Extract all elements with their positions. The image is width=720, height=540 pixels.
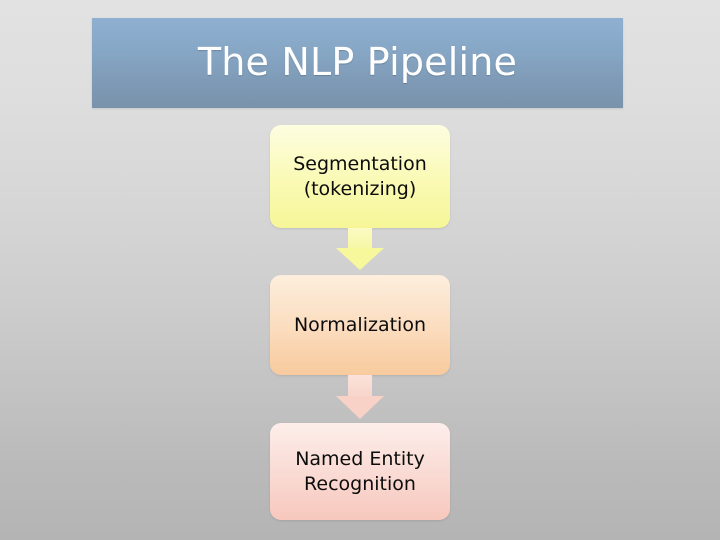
arrow-stem — [348, 375, 372, 396]
pipeline-step-label-line2: (tokenizing) — [303, 177, 417, 200]
pipeline-step-label-line1: Normalization — [293, 313, 427, 336]
pipeline-step-segmentation[interactable]: Segmentation (tokenizing) — [270, 125, 450, 228]
pipeline-step-label: Named Entity Recognition — [295, 447, 425, 496]
pipeline-step-label-line1: Segmentation — [293, 153, 427, 176]
pipeline-step-label-line2: Recognition — [304, 472, 416, 495]
pipeline-step-label-line1: Named Entity — [295, 448, 425, 471]
arrow-head — [336, 248, 384, 270]
pipeline-step-label: Normalization — [294, 313, 426, 337]
pipeline-step-label: Segmentation (tokenizing) — [293, 152, 427, 201]
arrow-down-icon-normalization-to-ner — [336, 375, 384, 419]
pipeline-step-normalization[interactable]: Normalization — [270, 275, 450, 375]
arrow-head — [336, 396, 384, 419]
arrow-stem — [348, 228, 372, 248]
pipeline-step-named-entity-recognition[interactable]: Named Entity Recognition — [270, 423, 450, 520]
page-title: The NLP Pipeline — [197, 40, 518, 85]
slide-title-bar: The NLP Pipeline — [92, 18, 623, 108]
arrow-down-icon-segmentation-to-normalization — [336, 228, 384, 270]
